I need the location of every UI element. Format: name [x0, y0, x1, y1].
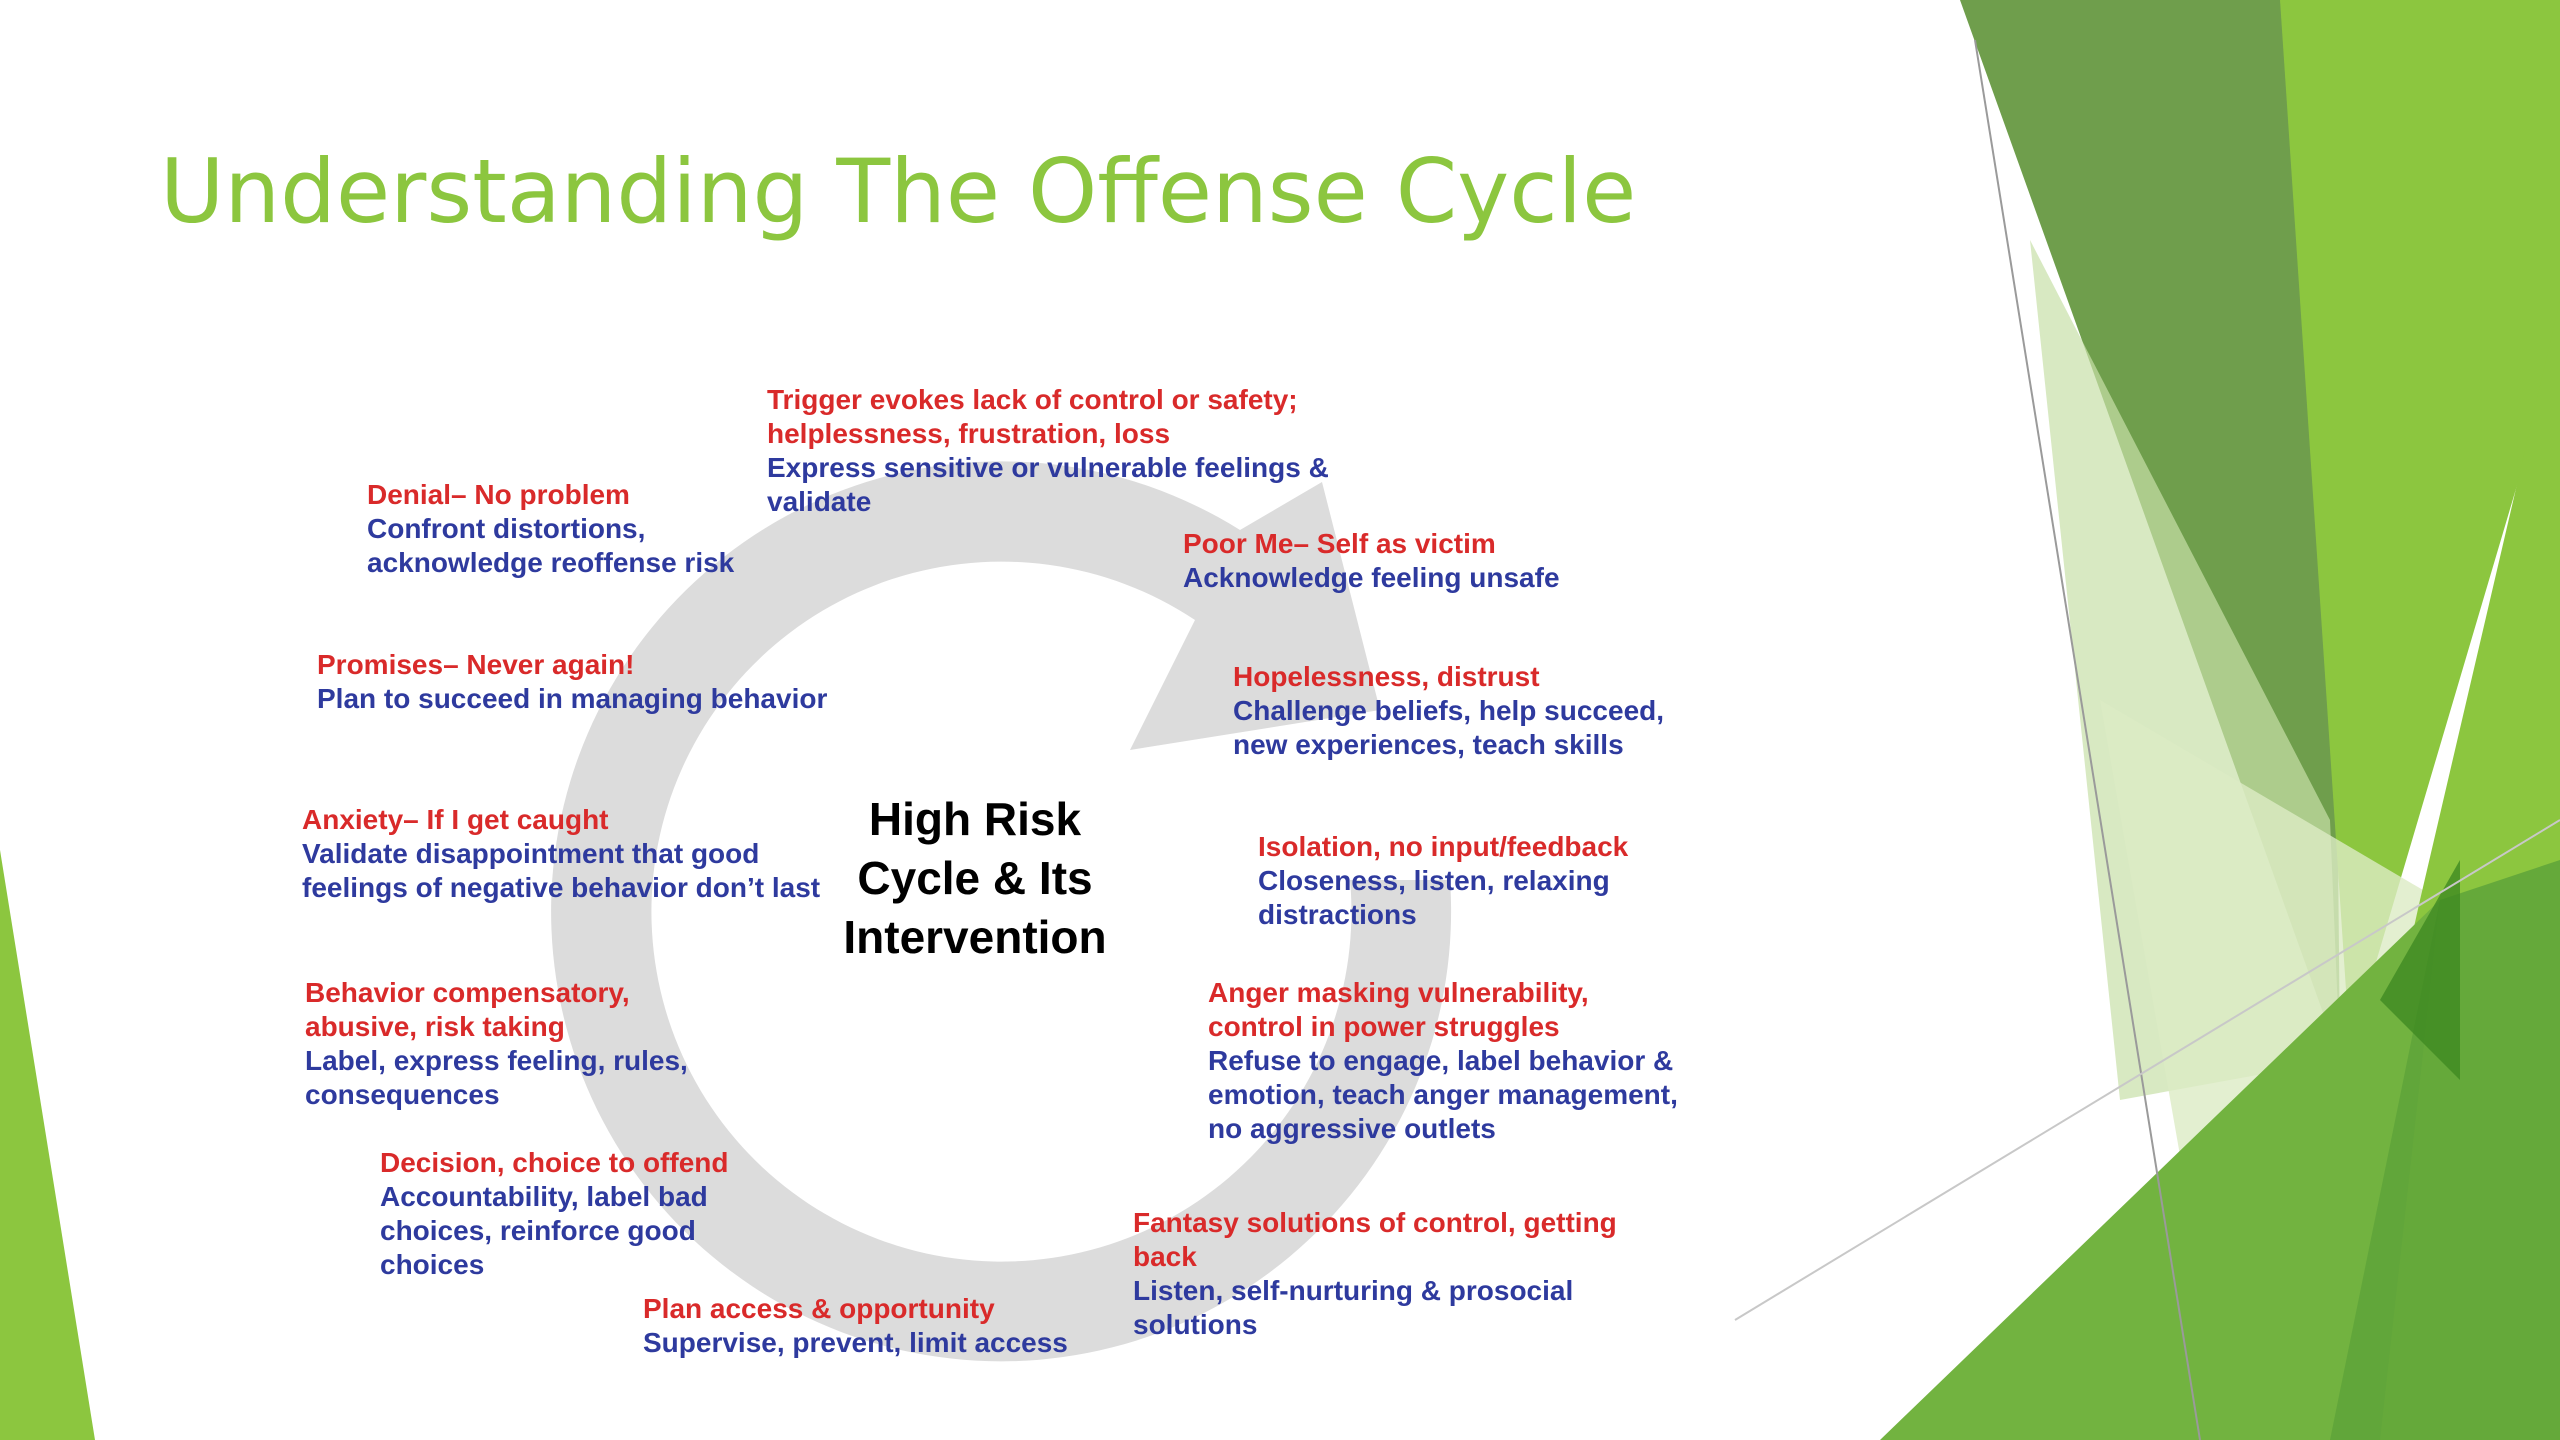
stage-label: Anger masking vulnerability, control in … — [1208, 977, 1589, 1042]
stage-intervention: Label, express feeling, rules, consequen… — [305, 1045, 688, 1110]
stage-label: Isolation, no input/feedback — [1258, 831, 1629, 862]
stage-anxiety: Anxiety– If I get caught Validate disapp… — [302, 803, 822, 905]
shard-bottom-dark — [2330, 860, 2560, 1440]
thin-line-2 — [1734, 819, 2560, 1321]
center-title-line: High Risk — [868, 793, 1082, 845]
stage-intervention: Validate disappointment that good feelin… — [302, 838, 821, 903]
stage-label: Decision, choice to offend — [380, 1147, 729, 1178]
stage-intervention: Plan to succeed in managing behavior — [317, 683, 828, 714]
slide-title: Understanding The Offense Cycle — [160, 140, 1637, 243]
stage-label: Trigger evokes lack of control or safety… — [767, 384, 1298, 449]
stage-anger: Anger masking vulnerability, control in … — [1208, 976, 1678, 1146]
stage-label: Denial– No problem — [367, 479, 630, 510]
stage-fantasy: Fantasy solutions of control, getting ba… — [1133, 1206, 1673, 1342]
stage-intervention: Confront distortions, acknowledge reoffe… — [367, 513, 735, 578]
left-green-wedge — [0, 850, 95, 1440]
stage-label: Promises– Never again! — [317, 649, 635, 680]
stage-intervention: Closeness, listen, relaxing distractions — [1258, 865, 1610, 930]
cycle-center-title: High Risk Cycle & Its Intervention — [800, 790, 1150, 967]
thin-line-1 — [1974, 39, 2201, 1440]
stage-denial: Denial– No problem Confront distortions,… — [367, 478, 817, 580]
center-title-line: Cycle & Its — [857, 852, 1093, 904]
stage-label: Behavior compensatory, abusive, risk tak… — [305, 977, 630, 1042]
stage-isolation: Isolation, no input/feedback Closeness, … — [1258, 830, 1678, 932]
stage-decision: Decision, choice to offend Accountabilit… — [380, 1146, 780, 1282]
stage-promises: Promises– Never again! Plan to succeed i… — [317, 648, 917, 716]
stage-intervention: Express sensitive or vulnerable feelings… — [767, 452, 1329, 517]
stage-intervention: Challenge beliefs, help succeed, new exp… — [1233, 695, 1665, 760]
stage-behavior: Behavior compensatory, abusive, risk tak… — [305, 976, 725, 1112]
stage-intervention: Listen, self-nurturing & prosocial solut… — [1133, 1275, 1574, 1340]
stage-intervention: Refuse to engage, label behavior & emoti… — [1208, 1045, 1678, 1144]
stage-label: Hopelessness, distrust — [1233, 661, 1540, 692]
stage-intervention: Accountability, label bad choices, reinf… — [380, 1181, 708, 1280]
shard-top-bright — [2280, 0, 2560, 1050]
stage-poor-me: Poor Me– Self as victim Acknowledge feel… — [1183, 527, 1603, 595]
stage-intervention: Acknowledge feeling unsafe — [1183, 562, 1560, 593]
center-title-line: Intervention — [843, 911, 1107, 963]
stage-label: Plan access & opportunity — [643, 1293, 995, 1324]
stage-plan-access: Plan access & opportunity Supervise, pre… — [643, 1292, 1143, 1360]
stage-label: Fantasy solutions of control, getting ba… — [1133, 1207, 1617, 1272]
stage-intervention: Supervise, prevent, limit access — [643, 1327, 1068, 1358]
stage-label: Anxiety– If I get caught — [302, 804, 609, 835]
shard-bottom-mid — [1880, 900, 2440, 1440]
stage-hopelessness: Hopelessness, distrust Challenge beliefs… — [1233, 660, 1703, 762]
shard-deep — [2380, 860, 2460, 1080]
stage-label: Poor Me– Self as victim — [1183, 528, 1496, 559]
stage-trigger: Trigger evokes lack of control or safety… — [767, 383, 1347, 519]
cycle-arrow — [551, 461, 1452, 1362]
